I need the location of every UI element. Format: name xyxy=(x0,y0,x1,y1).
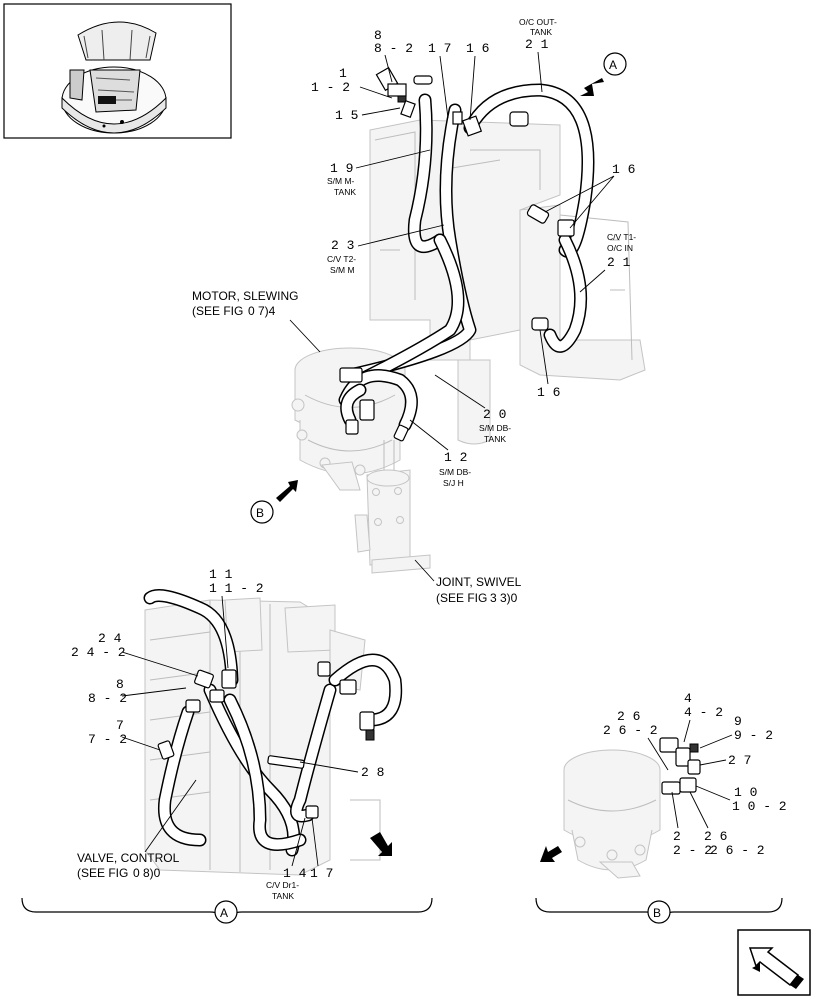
hose-label-oc-out-1: O/C OUT- xyxy=(519,17,557,27)
view-marker-a-top[interactable]: A xyxy=(580,52,627,96)
callout-11-2: 1 1 - 2 xyxy=(209,581,264,596)
callout-4-2: 4 - 2 xyxy=(684,705,723,720)
callout-7-2: 7 - 2 xyxy=(88,732,127,747)
view-marker-a-group[interactable]: A xyxy=(214,900,238,924)
callout-23: 2 3 xyxy=(331,238,354,253)
view-marker-b-left[interactable]: B xyxy=(250,480,298,524)
hose-label-cv-dr1-2: TANK xyxy=(272,891,294,901)
callout-8b: 8 xyxy=(116,677,124,692)
callout-24: 2 4 xyxy=(98,631,122,646)
lower-hose-assembly xyxy=(143,589,403,857)
joint-label-line1: JOINT, SWIVEL xyxy=(436,575,522,589)
callout-8: 8 xyxy=(374,28,382,43)
callout-21-right: 2 1 xyxy=(607,255,631,270)
arrow-a-top-icon xyxy=(580,78,604,96)
callout-7: 7 xyxy=(116,718,124,733)
motor-slewing-label: MOTOR, SLEWING (SEE FIG 0 7)4 xyxy=(192,289,321,353)
callouts-b: 4 4 - 2 2 6 2 6 - 2 9 9 - 2 2 7 1 0 1 0 … xyxy=(603,691,787,858)
joint-swivel-label: JOINT, SWIVEL (SEE FIG 3 3)0 xyxy=(414,559,522,605)
callout-1-2: 1 - 2 xyxy=(311,80,350,95)
valve-control-label: VALVE, CONTROL (SEE FIG 0 8)0 xyxy=(77,779,197,880)
arrow-lower-a-icon xyxy=(370,832,392,856)
callout-27: 2 7 xyxy=(728,753,751,768)
callout-2-26: 2 6 - 2 xyxy=(710,843,765,858)
fittings-b xyxy=(659,737,701,795)
hose-label-sm-m-tank-1: S/M M- xyxy=(327,176,355,186)
swivel-joint-ghost xyxy=(354,440,431,574)
callout-10-2: 1 0 - 2 xyxy=(732,799,787,814)
valve-label-line2: (SEE FIG xyxy=(77,866,128,880)
machine-thumbnail xyxy=(3,3,232,139)
callout-9-2: 9 - 2 xyxy=(734,728,773,743)
hose-label-cv-t1-1: C/V T1- xyxy=(607,232,636,242)
upper-callouts: 8 8 - 2 1 1 - 2 1 7 1 6 O/C OUT- TANK 2 … xyxy=(311,17,636,488)
lower-fittings xyxy=(157,661,375,819)
callout-21-top: 2 1 xyxy=(525,37,549,52)
upper-hose-assembly xyxy=(338,83,595,432)
callout-4: 4 xyxy=(684,691,692,706)
view-marker-a-group-label: A xyxy=(220,906,228,920)
hose-label-sm-db-sjh-1: S/M DB- xyxy=(439,467,471,477)
hose-label-sm-db-tank-1: S/M DB- xyxy=(479,423,511,433)
motor-label-line2: (SEE FIG xyxy=(192,304,243,318)
callout-8b-2: 8 - 2 xyxy=(88,691,127,706)
hose-label-sm-db-sjh-2: S/J H xyxy=(443,478,464,488)
callout-9: 9 xyxy=(734,714,742,729)
callout-15: 1 5 xyxy=(335,108,358,123)
callout-19: 1 9 xyxy=(330,161,353,176)
callout-17: 1 7 xyxy=(428,41,451,56)
motor-b-ghost xyxy=(563,749,661,879)
callout-12: 1 2 xyxy=(444,450,467,465)
upper-fittings xyxy=(339,66,575,442)
view-marker-b-group-label: B xyxy=(653,906,661,920)
callout-14: 1 4 xyxy=(283,866,307,881)
machine-thumbnail-icon xyxy=(61,21,167,134)
hose-label-cv-t1-2: O/C IN xyxy=(607,243,633,253)
callout-16-right: 1 6 xyxy=(612,162,635,177)
view-marker-b-group[interactable]: B xyxy=(647,900,671,924)
motor-label-ref: 0 7)4 xyxy=(248,304,276,318)
callout-8-2: 8 - 2 xyxy=(374,41,413,56)
callout-28: 2 8 xyxy=(361,765,384,780)
group-bracket-b: B xyxy=(535,897,783,924)
callout-26b: 2 6 xyxy=(704,829,727,844)
view-marker-a-top-label: A xyxy=(609,58,617,72)
callout-16-bottom: 1 6 xyxy=(537,385,560,400)
joint-label-line2: (SEE FIG xyxy=(436,591,487,605)
hose-label-sm-db-tank-2: TANK xyxy=(484,434,506,444)
group-bracket-a: A xyxy=(21,897,433,924)
hose-label-sm-m-tank-2: TANK xyxy=(334,187,356,197)
return-arrow-icon xyxy=(748,947,804,989)
callout-10: 1 0 xyxy=(734,785,757,800)
return-navigation-button[interactable] xyxy=(737,929,811,996)
callout-20: 2 0 xyxy=(483,407,506,422)
callout-24-2: 2 4 - 2 xyxy=(71,645,126,660)
valve-label-ref: 0 8)0 xyxy=(133,866,161,880)
callout-2-2: 2 - 2 xyxy=(673,843,712,858)
callout-26-2: 2 6 - 2 xyxy=(603,723,658,738)
hose-label-cv-dr1-1: C/V Dr1- xyxy=(266,880,299,890)
hose-label-cv-t2-1: C/V T2- xyxy=(327,254,356,264)
valve-label-line1: VALVE, CONTROL xyxy=(77,851,180,865)
joint-label-ref: 3 3)0 xyxy=(490,591,518,605)
arrow-lower-b-icon xyxy=(540,846,562,862)
callout-1: 1 xyxy=(339,66,347,81)
arrow-b-left-icon xyxy=(276,480,298,502)
callout-17b: 1 7 xyxy=(310,866,333,881)
hose-label-cv-t2-2: S/M M xyxy=(330,265,355,275)
callout-11: 1 1 xyxy=(209,567,233,582)
callout-2: 2 xyxy=(673,829,681,844)
hose-label-oc-out-2: TANK xyxy=(530,27,552,37)
view-marker-b-left-label: B xyxy=(256,506,264,520)
motor-label-line1: MOTOR, SLEWING xyxy=(192,289,298,303)
callout-16-top: 1 6 xyxy=(466,41,489,56)
callout-26: 2 6 xyxy=(617,709,640,724)
lower-callouts: 1 1 1 1 - 2 2 4 2 4 - 2 8 8 - 2 7 7 - 2 … xyxy=(71,567,384,901)
